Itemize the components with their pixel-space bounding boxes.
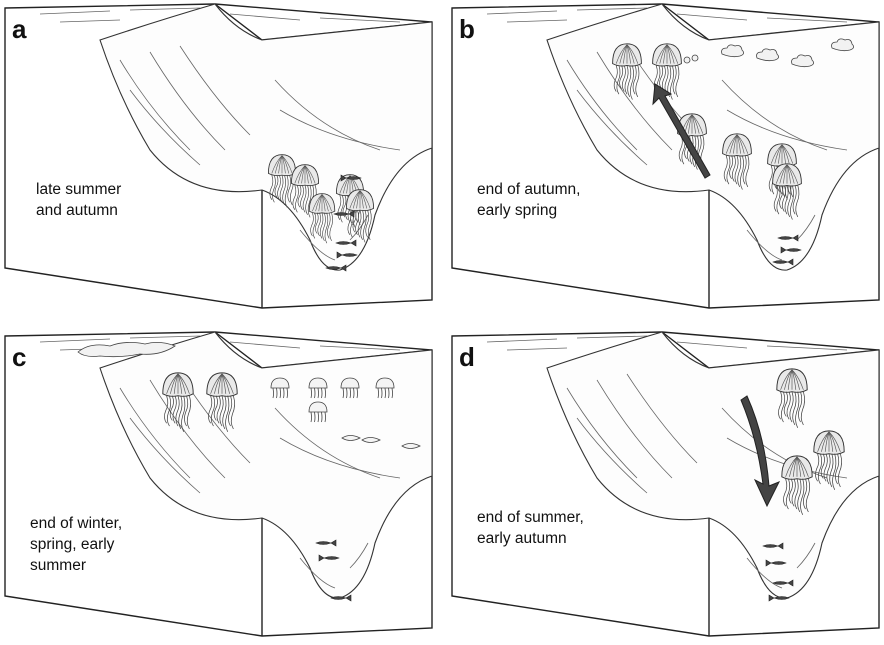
seafloor-slope: [547, 4, 879, 270]
panel-caption-line: end of autumn,: [477, 181, 580, 198]
panel-caption-line: late summer: [36, 181, 121, 198]
panel-a: a late summer and autumn: [5, 4, 432, 308]
panel-c: c end of winter, spring, early summer: [5, 332, 432, 636]
panel-letter: a: [12, 14, 27, 44]
panel-letter: c: [12, 342, 26, 372]
panel-caption-line: end of summer,: [477, 509, 584, 526]
panel-caption-line: summer: [30, 557, 86, 574]
seafloor-slope: [547, 332, 879, 598]
panel-caption-line: early spring: [477, 202, 557, 219]
seafloor-slope: [100, 4, 432, 270]
polyp-icon: [684, 57, 690, 63]
panel-caption-line: and autumn: [36, 202, 118, 219]
polyp-icon: [692, 55, 698, 61]
panel-b: b end of autumn, early spring: [452, 4, 879, 308]
panel-d: d end of summer, early autumn: [452, 332, 879, 636]
panel-letter: b: [459, 14, 475, 44]
panel-letter: d: [459, 342, 475, 372]
panel-caption-line: early autumn: [477, 530, 567, 547]
seafloor-slope: [100, 332, 432, 598]
panel-caption-line: spring, early: [30, 536, 115, 553]
panel-caption-line: end of winter,: [30, 515, 122, 532]
